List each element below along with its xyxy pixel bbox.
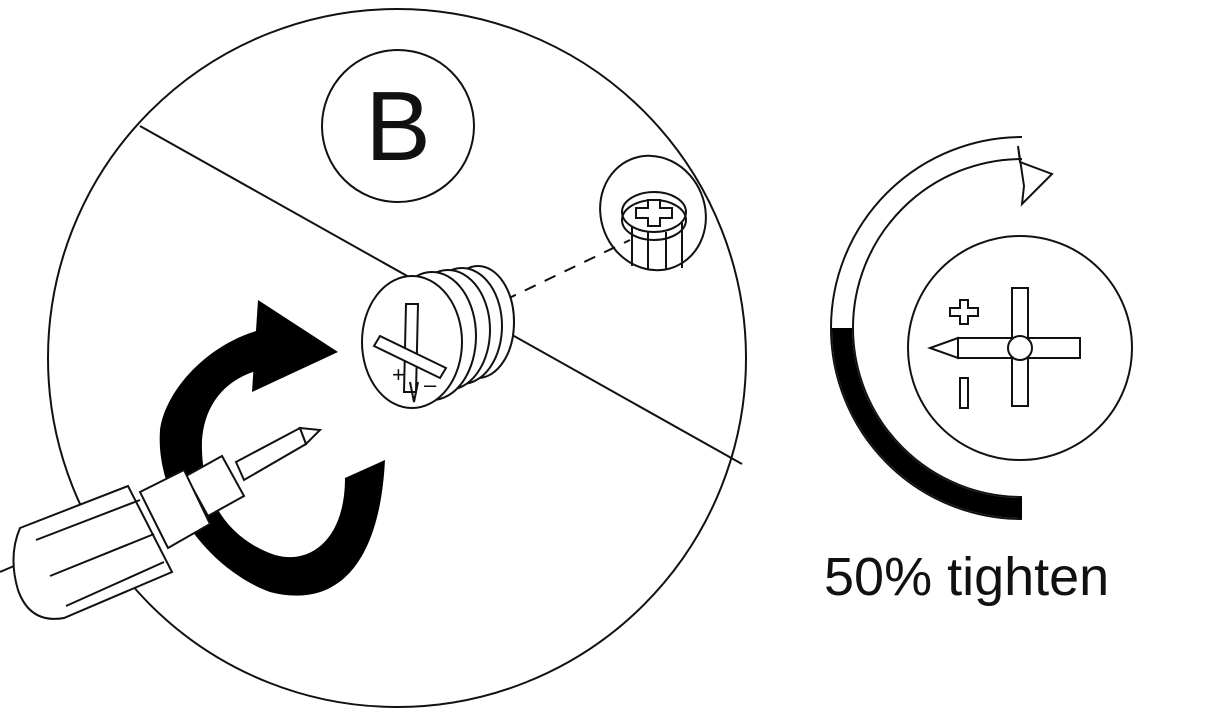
tightening-progress-arc-icon	[829, 136, 1054, 520]
clockwise-rotation-arrow-icon	[159, 300, 385, 596]
tightness-label: 50% tighten	[824, 547, 1110, 607]
screw-head-inset-icon	[599, 154, 707, 272]
phillips-screwdriver-icon	[0, 426, 323, 620]
screw-head-indicator-icon	[907, 235, 1133, 461]
alignment-dashed-line	[504, 239, 631, 301]
svg-text:–: –	[424, 372, 437, 397]
step-badge: B	[321, 49, 475, 203]
cam-lock-fitting-icon: + –	[361, 265, 515, 409]
tightening-progress-fill	[832, 327, 1023, 518]
step-label: B	[365, 71, 430, 181]
svg-text:+: +	[392, 362, 405, 387]
